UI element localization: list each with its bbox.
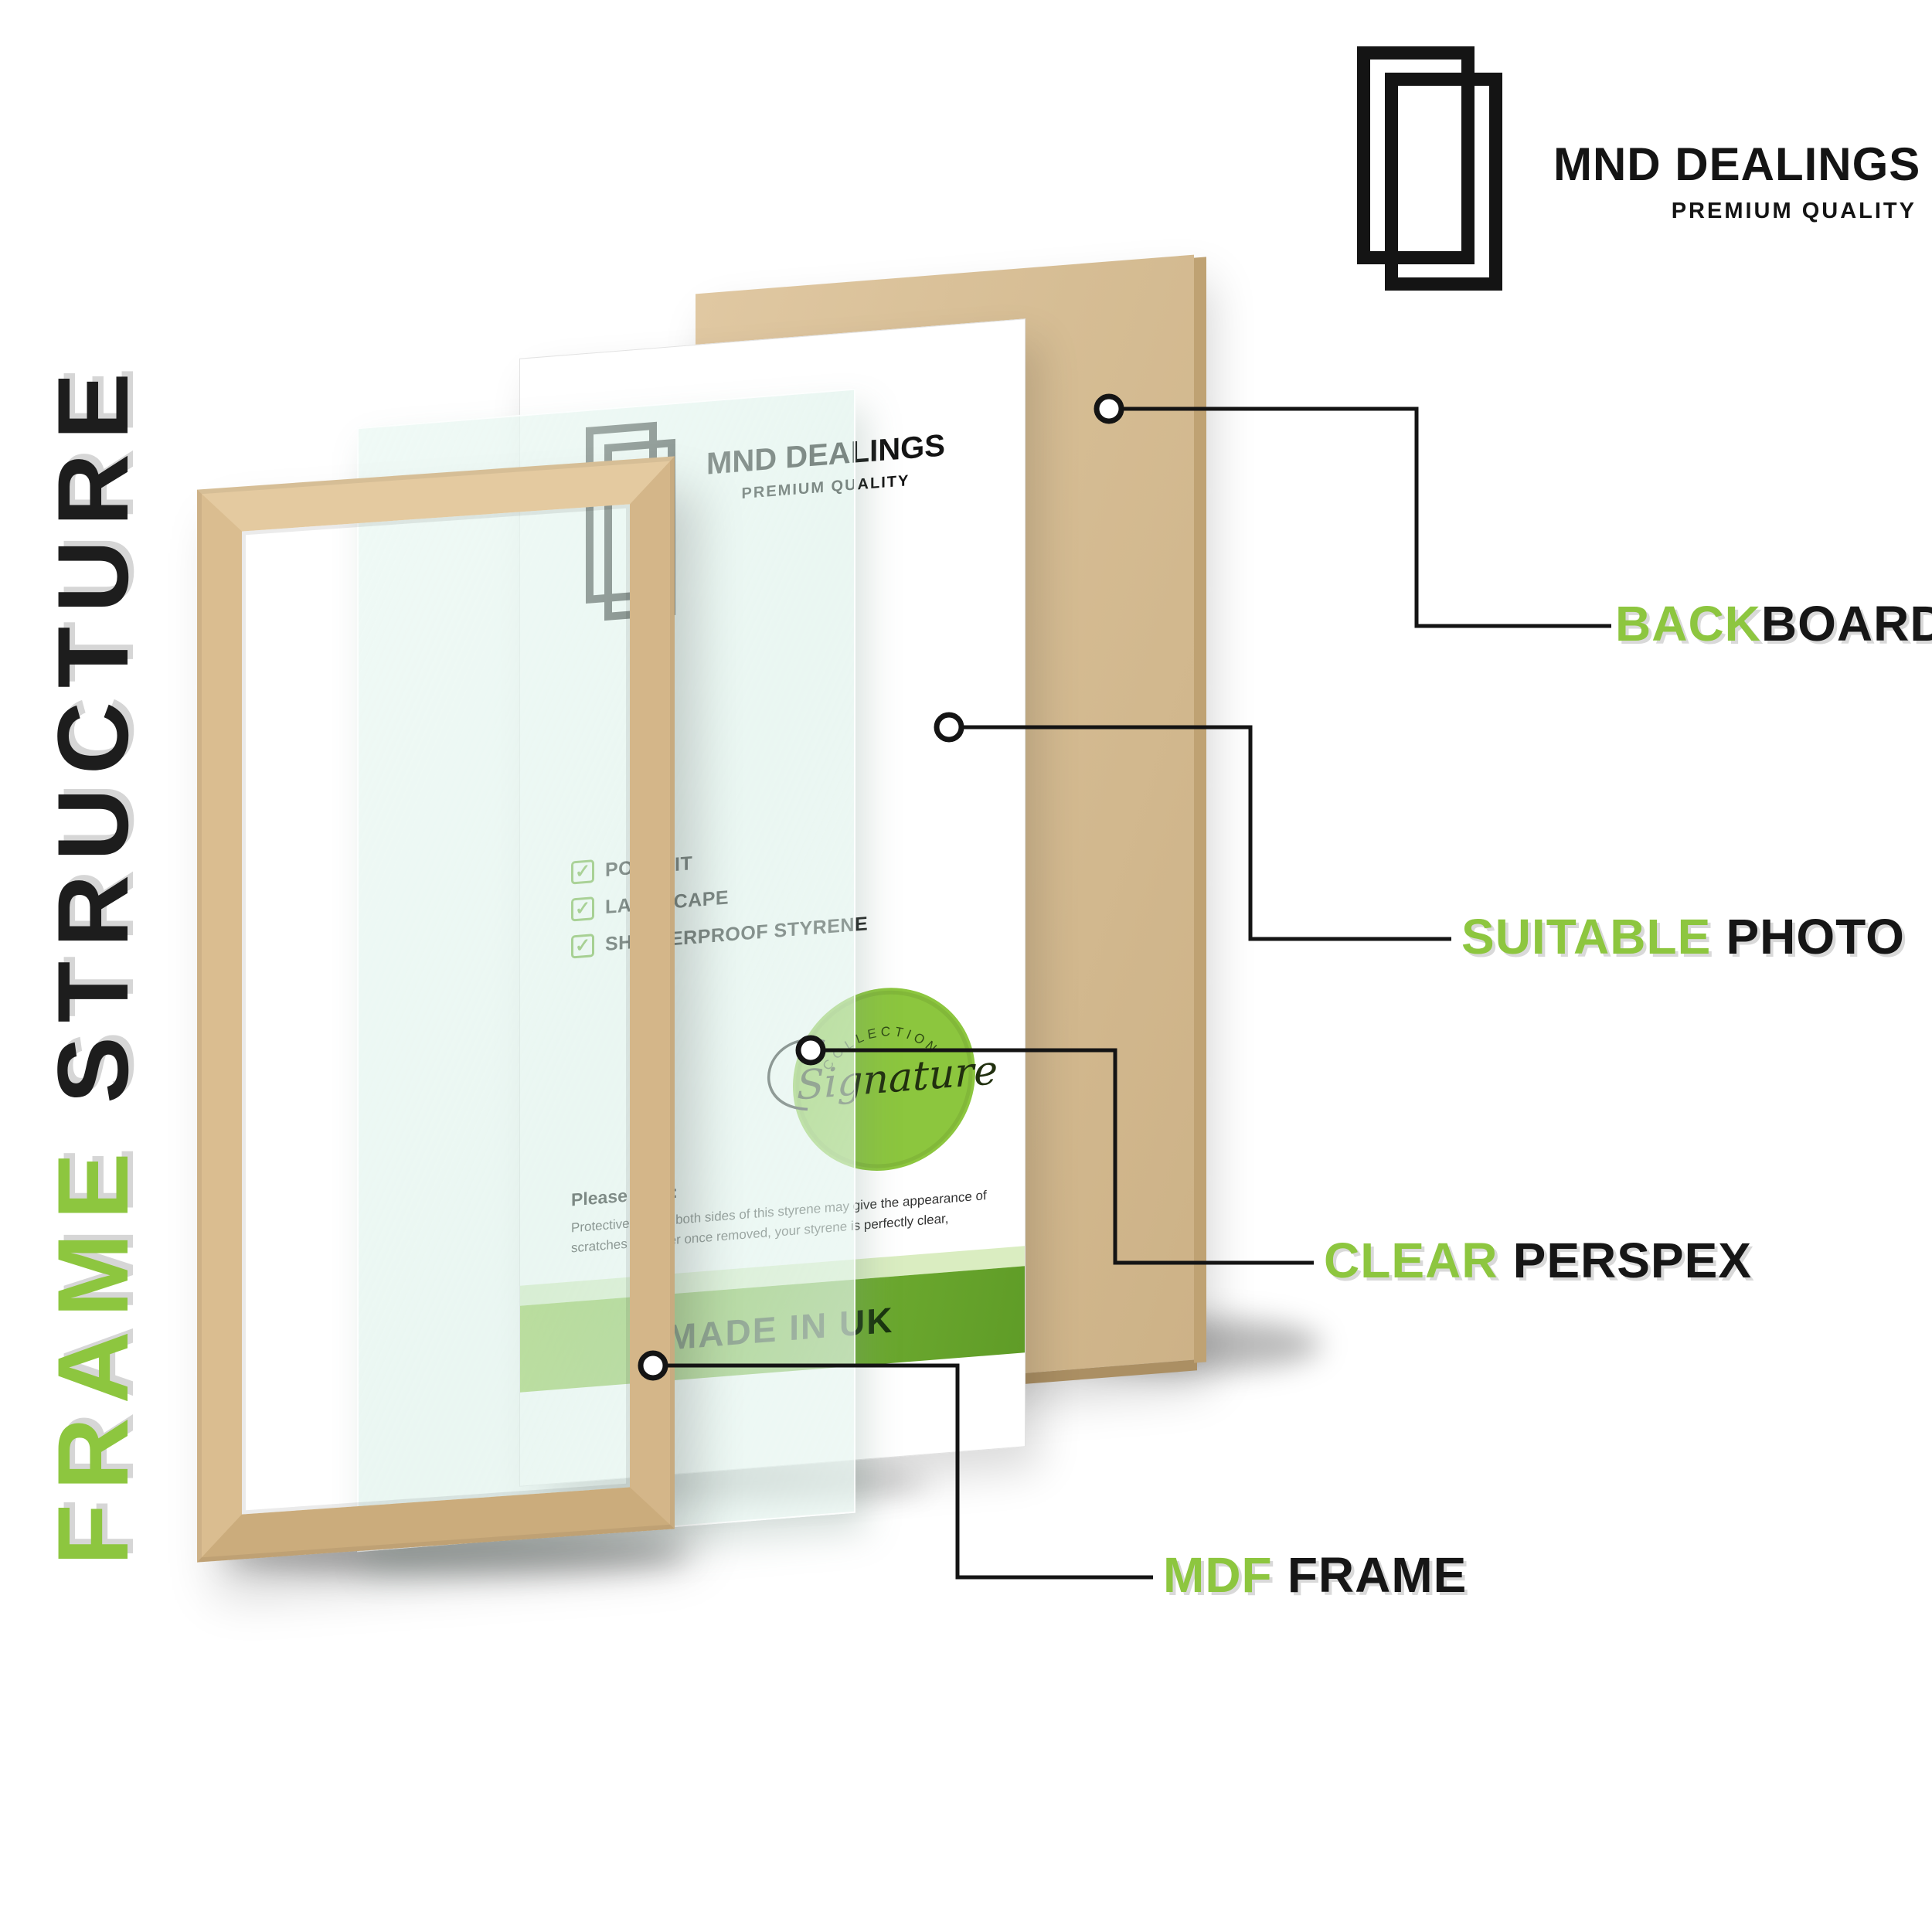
label-suitable-photo: SUITABLE PHOTO	[1461, 908, 1905, 965]
mdf-frame-layer	[197, 456, 675, 1563]
frame-logo-icon	[1354, 46, 1518, 303]
label-backboard-green: BACK	[1615, 596, 1761, 651]
title-word-frame: FRAME	[36, 1138, 149, 1566]
label-frame-green: MDF	[1163, 1547, 1273, 1603]
brand-name: MND DEALINGS	[1553, 138, 1921, 190]
label-photo-black: PHOTO	[1726, 909, 1905, 964]
label-backboard-black: BOARD	[1760, 596, 1932, 651]
title-word-structure: STRUCTURE	[36, 359, 149, 1104]
page-title: FRAME STRUCTURE	[27, 305, 158, 1619]
label-clear-perspex: CLEAR PERSPEX	[1324, 1232, 1752, 1289]
brand-tagline: PREMIUM QUALITY	[1671, 199, 1917, 223]
label-perspex-green: CLEAR	[1324, 1233, 1498, 1288]
label-frame-black: FRAME	[1287, 1547, 1468, 1603]
brand-logo: MND DEALINGS PREMIUM QUALITY	[1354, 46, 1921, 303]
label-photo-green: SUITABLE	[1461, 909, 1712, 964]
frame-logo-rect-inner	[1385, 73, 1502, 291]
brand-text: MND DEALINGS PREMIUM QUALITY	[1553, 138, 1921, 303]
label-perspex-black: PERSPEX	[1512, 1233, 1752, 1288]
label-backboard: BACKBOARD	[1615, 595, 1932, 652]
